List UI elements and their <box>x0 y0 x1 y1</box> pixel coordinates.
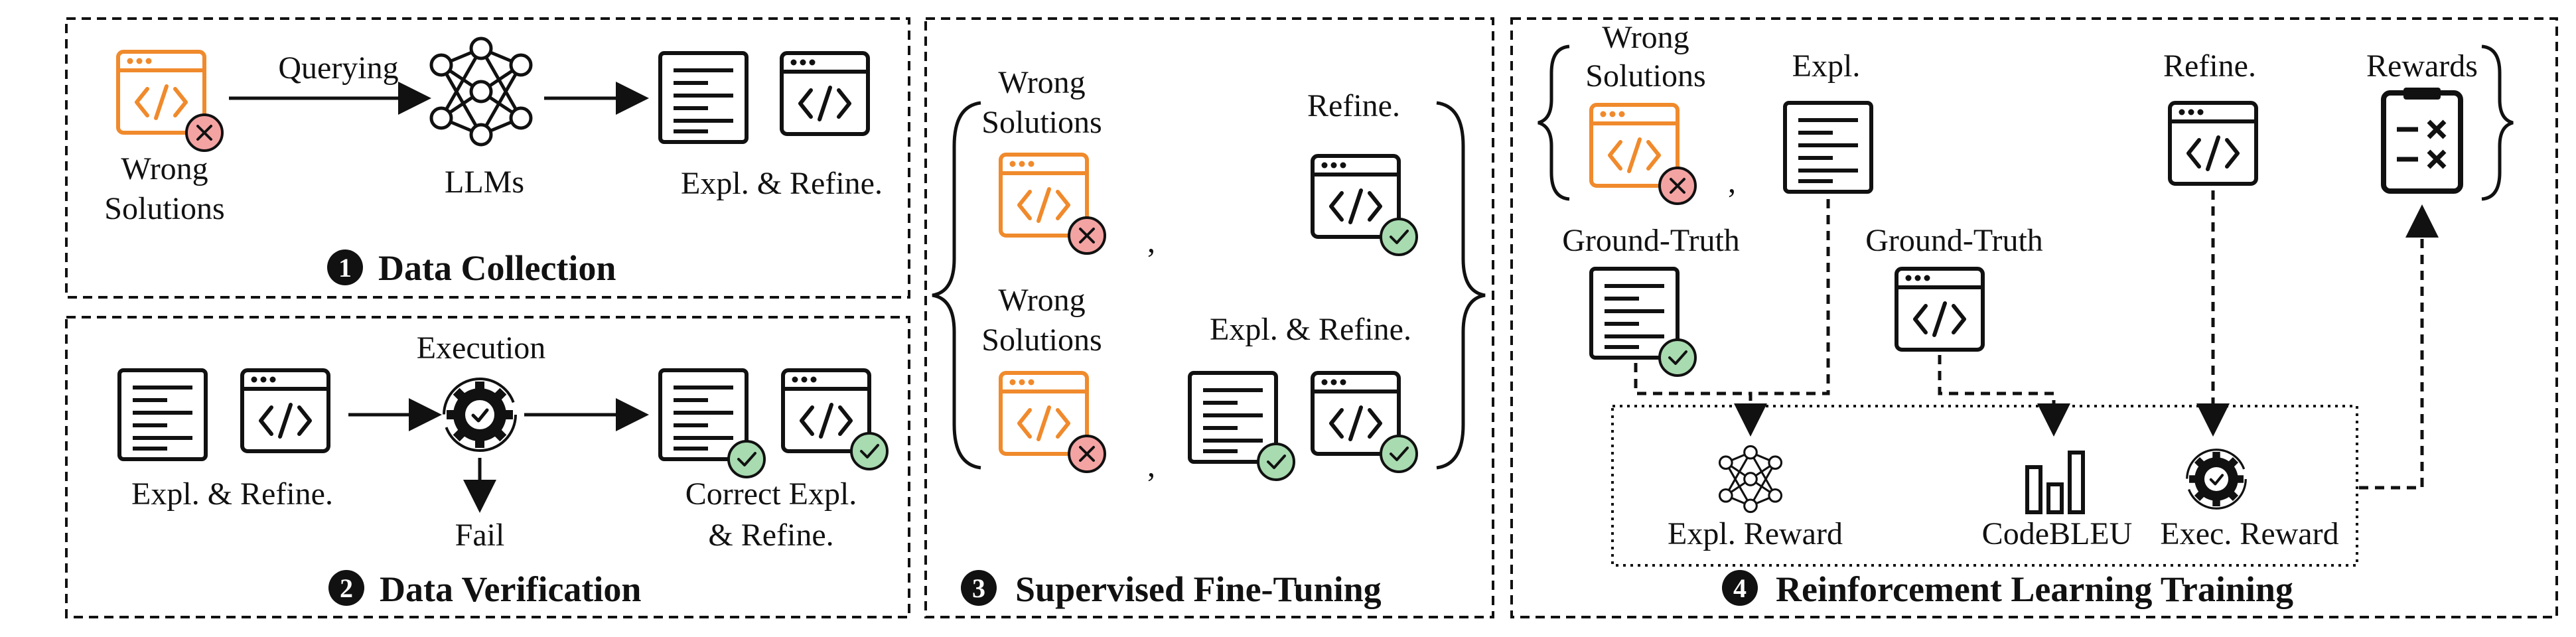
panel-reinforcement-learning <box>1510 17 2558 618</box>
step-number-badge <box>328 570 364 606</box>
error-badge-icon <box>1068 435 1106 473</box>
wrong-solutions-label-line2: Solutions <box>104 191 224 226</box>
panel-title: Supervised Fine-Tuning <box>1015 569 1382 609</box>
llms-label: LLMs <box>445 165 524 200</box>
comma: , <box>1147 449 1155 484</box>
rewards-feedback-arrow <box>2359 204 2439 490</box>
verified-code-window-icon <box>1313 156 1418 256</box>
clipboard-rewards-icon <box>2381 88 2463 194</box>
neural-network-icon <box>431 38 531 145</box>
error-badge-icon <box>1068 216 1106 255</box>
neural-network-icon <box>1718 445 1783 514</box>
step-number-badge <box>1722 570 1758 606</box>
wrong-solution-icon <box>1001 155 1106 255</box>
check-badge-icon <box>850 432 889 470</box>
correct-expl-label-line2: & Refine. <box>708 518 833 553</box>
wrong-solutions-label-line1: Wrong <box>121 151 208 186</box>
right-brace <box>2481 44 2514 201</box>
verified-document-icon <box>660 370 766 478</box>
check-badge-icon <box>1380 435 1418 473</box>
panel-data-collection <box>65 17 910 299</box>
wrong-solutions-label-line1: Wrong <box>1602 20 1689 55</box>
comma: , <box>1728 165 1736 200</box>
refine-label: Refine. <box>2163 48 2256 84</box>
wrong-solution-icon <box>1001 373 1106 473</box>
execution-label: Execution <box>417 330 546 366</box>
document-icon <box>1785 103 1871 192</box>
verified-code-window-icon <box>783 370 889 470</box>
expl-refine-label: Expl. & Refine. <box>681 166 883 201</box>
left-brace <box>1538 44 1570 201</box>
step-number-badge <box>961 570 997 606</box>
step-number: 3 <box>972 573 985 603</box>
wrong-solution-icon <box>1591 105 1697 205</box>
expl-to-reward-arrow <box>1751 199 1830 395</box>
fail-label: Fail <box>455 518 505 553</box>
refine-label: Refine. <box>1307 88 1400 123</box>
verified-document-icon <box>1190 373 1295 481</box>
ground-truth-code-label: Ground-Truth <box>1865 223 2043 258</box>
gt-code-to-codebleu-arrow <box>1938 355 2070 437</box>
error-badge-icon <box>185 113 224 152</box>
correct-expl-label-line1: Correct Expl. <box>685 476 857 512</box>
bar-chart-icon <box>2025 451 2085 514</box>
ground-truth-document-icon <box>1591 269 1697 377</box>
check-badge-icon <box>1658 338 1697 377</box>
rewards-label: Rewards <box>2366 48 2478 84</box>
panel-supervised-fine-tuning <box>924 17 1494 618</box>
expl-label: Expl. <box>1792 48 1861 84</box>
panel-data-verification <box>65 316 910 618</box>
verified-code-window-icon <box>1313 373 1418 473</box>
check-badge-icon <box>727 440 766 478</box>
wrong-solutions-label-line2: Solutions <box>981 105 1102 140</box>
code-window-icon <box>2170 103 2256 184</box>
panel-title: Data Verification <box>380 569 641 609</box>
gt-expl-to-reward-arrow <box>1634 363 1767 437</box>
check-badge-icon <box>1257 443 1295 481</box>
step-number: 4 <box>1733 573 1747 603</box>
gear-check-icon <box>444 379 516 451</box>
wrong-solutions-label-line1: Wrong <box>998 283 1085 318</box>
panel-title: Data Collection <box>378 248 616 288</box>
wrong-solution-icon <box>118 52 224 152</box>
reward-box <box>1611 405 2358 567</box>
step-number-badge <box>327 249 363 285</box>
code-window-icon <box>242 370 328 451</box>
comma: , <box>1147 224 1155 259</box>
gear-check-icon <box>2187 450 2246 509</box>
expl-reward-label: Expl. Reward <box>1668 516 1843 551</box>
step-number: 2 <box>340 573 353 603</box>
error-badge-icon <box>1658 167 1697 205</box>
wrong-solutions-label-line2: Solutions <box>981 322 1102 358</box>
wrong-solutions-label-line2: Solutions <box>1585 58 1705 94</box>
check-badge-icon <box>1380 218 1418 256</box>
left-brace <box>932 101 981 470</box>
panel-title: Reinforcement Learning Training <box>1776 569 2293 609</box>
expl-refine-label: Expl. & Refine. <box>131 476 333 512</box>
querying-label: Querying <box>278 50 398 86</box>
wrong-solutions-label-line1: Wrong <box>998 65 1085 100</box>
exec-reward-label: Exec. Reward <box>2160 516 2338 551</box>
document-icon <box>119 370 206 459</box>
right-brace <box>1436 101 1486 470</box>
codebleu-label: CodeBLEU <box>1982 516 2133 551</box>
document-icon <box>660 53 747 142</box>
expl-refine-label: Expl. & Refine. <box>1210 312 1411 347</box>
ground-truth-code-window-icon <box>1896 269 1983 350</box>
code-window-icon <box>782 53 868 134</box>
ground-truth-expl-label: Ground-Truth <box>1562 223 1740 258</box>
step-number: 1 <box>338 253 352 283</box>
